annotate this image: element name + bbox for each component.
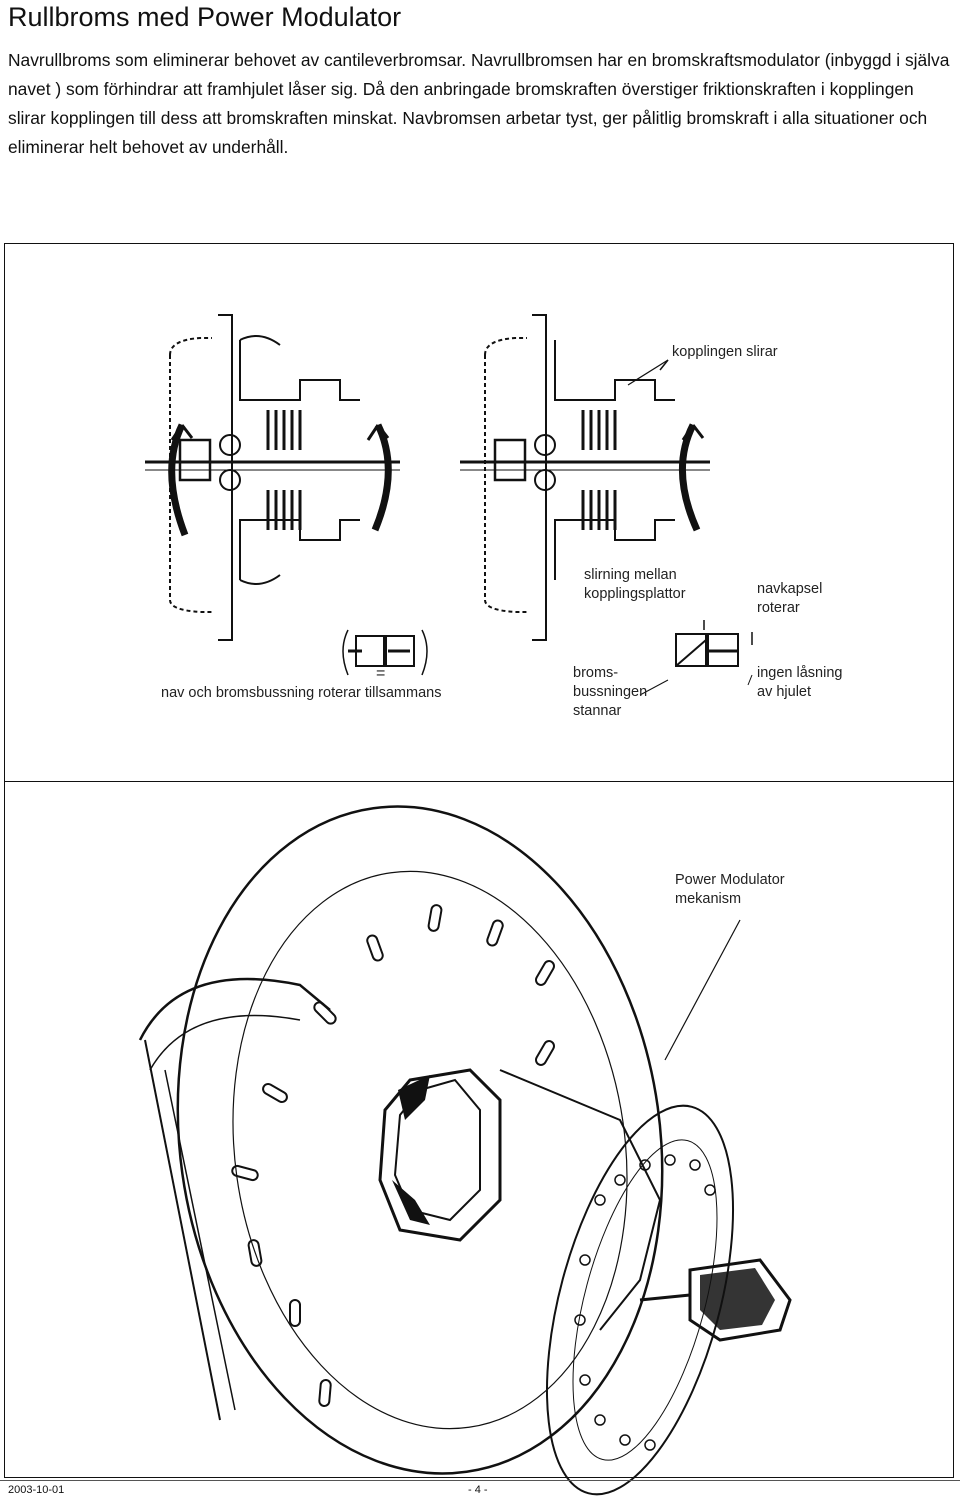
hub-illustration xyxy=(138,805,792,1496)
footer-rule xyxy=(0,1480,960,1481)
label-navkapsel: navkapsel roterar xyxy=(757,581,823,616)
clutch-schematic-right xyxy=(639,620,753,696)
label-bromsbussningen: broms- bussningen stannar xyxy=(573,665,648,719)
label-power-modulator: Power Modulator mekanism xyxy=(675,872,785,907)
footer-page-number: - 4 - xyxy=(468,1484,488,1496)
label-nav-och-bromsbussning: nav och bromsbussning roterar tillsamman… xyxy=(161,685,442,701)
label-slirning: slirning mellan kopplingsplattor xyxy=(584,567,686,602)
hub-cross-section-right xyxy=(460,314,710,641)
label-ingen-lasning: ingen låsning av hjulet xyxy=(757,665,843,700)
figure-divider xyxy=(5,781,953,782)
label-kopplingen-slirar: kopplingen slirar xyxy=(672,344,778,360)
page-title: Rullbroms med Power Modulator xyxy=(8,2,402,32)
figure-frame xyxy=(4,243,954,1478)
leader-line-kopplingen xyxy=(627,359,669,386)
clutch-schematic-left xyxy=(342,629,428,676)
label-equals: = xyxy=(376,665,386,682)
intro-paragraph: Navrullbroms som eliminerar behovet av c… xyxy=(8,50,950,157)
hub-cross-section-left xyxy=(145,314,400,641)
footer-date: 2003-10-01 xyxy=(8,1484,65,1496)
